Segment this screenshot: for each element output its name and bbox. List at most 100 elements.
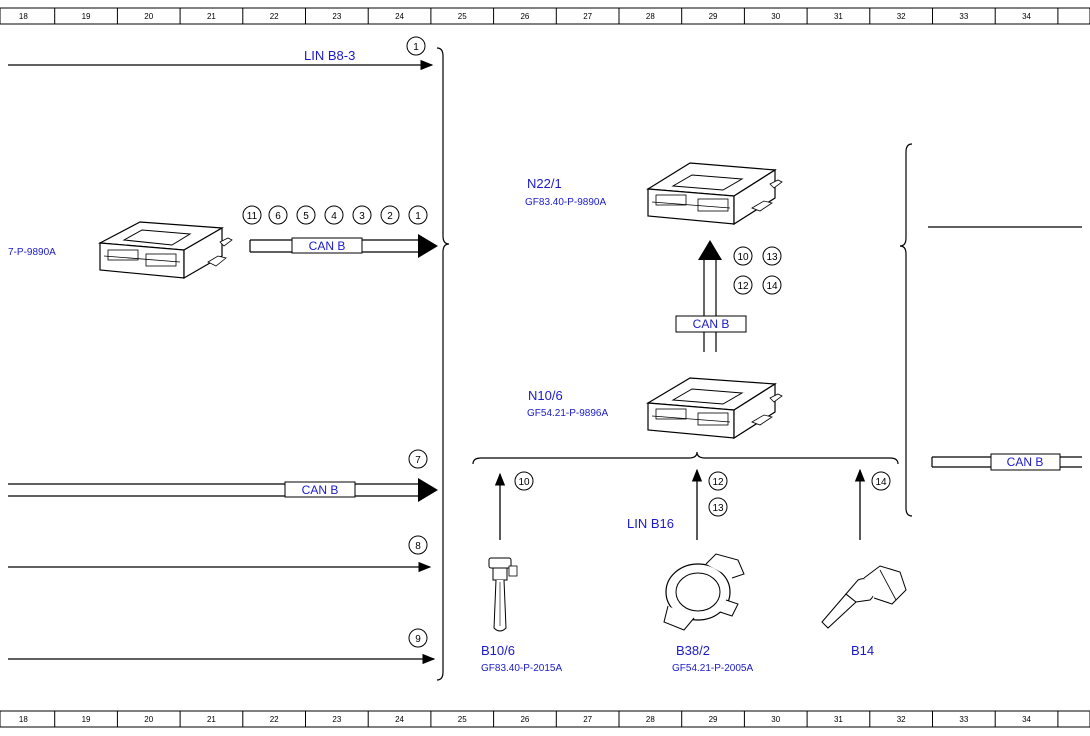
ruler-label: 25 [458,12,467,21]
ruler-label: 32 [897,12,906,21]
left-bracket [436,47,450,681]
b14-name: B14 [851,643,874,658]
svg-text:13: 13 [766,252,778,263]
callout-circle: 7 [408,449,428,469]
callout-circle [380,205,400,225]
callout-circle [296,205,316,225]
ruler-label: 30 [771,12,780,21]
ruler-label: 24 [395,715,404,724]
can-b-label: CAN B [1007,455,1044,469]
svg-text:8: 8 [415,541,421,552]
svg-text:13: 13 [712,503,724,514]
can-b-arrow-left: CAN B [249,234,438,258]
svg-text:12: 12 [737,281,749,292]
callout-circle [408,205,428,225]
callout-circle [268,205,288,225]
n22-1-module [646,162,783,226]
ruler-label: 22 [270,12,279,21]
ruler-label: 26 [520,715,529,724]
b10-6-sensor [488,557,518,632]
callout-number: 5 [303,211,309,222]
callout-number: 4 [331,211,337,222]
ruler-label: 18 [19,715,28,724]
ruler-label: 32 [897,715,906,724]
ruler-label: 21 [207,12,216,21]
callout-circle: 14 [871,471,891,491]
ruler-label: 34 [1022,715,1031,724]
ruler-label: 33 [959,715,968,724]
sensor-bracket [472,451,899,465]
lin-b16-label: LIN B16 [627,516,674,531]
callout-number: 11 [247,211,258,222]
svg-text:1: 1 [413,42,419,53]
svg-text:14: 14 [766,281,778,292]
can-b-label: CAN B [309,239,346,253]
n10-6-name: N10/6 [528,388,563,403]
b38-2-name: B38/2 [676,643,710,658]
can-b-label: CAN B [302,483,339,497]
callout-circle: 9 [408,628,428,648]
callout-circle: 10 [514,471,534,491]
ruler-label: 27 [583,12,592,21]
b38-2-ref: GF54.21-P-2005A [672,663,753,674]
ruler-label: 26 [520,12,529,21]
svg-text:12: 12 [712,477,724,488]
ruler-label: 22 [270,715,279,724]
b38-2-sensor [663,553,745,631]
left-control-module [97,221,233,280]
callout-number: 2 [387,211,393,222]
ruler-label: 28 [646,715,655,724]
ruler-label: 25 [458,715,467,724]
b10-6-ref: GF83.40-P-2015A [481,663,562,674]
n10-6-ref: GF54.21-P-9896A [527,408,608,419]
ruler-label: 34 [1022,12,1031,21]
callout-circle: 12 [733,275,753,295]
ruler-label: 31 [834,715,843,724]
n10-6-module [646,377,783,440]
callout-number: 6 [275,211,281,222]
ruler-label: 23 [332,12,341,21]
ruler-label: 18 [19,12,28,21]
callout-circle: 8 [408,535,428,555]
ruler-label: 24 [395,12,404,21]
callout-circle [242,205,262,225]
ruler-label: 28 [646,12,655,21]
can-left-callouts: 11 6 5 4 3 2 1 [242,205,428,225]
callout-circle: 12 [708,471,728,491]
ruler-label: 23 [332,715,341,724]
callout-circle: 14 [762,275,782,295]
ruler-label: 20 [144,715,153,724]
can-b-arrow-up: CAN B [675,240,747,352]
svg-text:10: 10 [737,252,749,263]
svg-text:14: 14 [875,477,887,488]
n22-1-ref: GF83.40-P-9890A [525,197,606,208]
n22-1-name: N22/1 [527,176,562,191]
lin-b8-3-label: LIN B8-3 [304,48,355,63]
ruler-label: 20 [144,12,153,21]
left-module-ref: 7-P-9890A [8,247,56,258]
ruler-label: 29 [709,715,718,724]
callout-circle [324,205,344,225]
ruler-label: 19 [82,12,91,21]
svg-text:7: 7 [415,455,421,466]
right-bracket [899,143,913,517]
svg-text:9: 9 [415,634,421,645]
callout-circle: 1 [406,36,426,56]
can-b-line-right: CAN B [931,453,1082,471]
b14-sensor [821,565,907,629]
callout-circle: 10 [733,246,753,266]
can-b-label: CAN B [693,317,730,331]
ruler-label: 29 [709,12,718,21]
callout-circle: 13 [762,246,782,266]
ruler-label: 31 [834,12,843,21]
ruler-label: 30 [771,715,780,724]
svg-text:10: 10 [518,477,530,488]
ruler-label: 21 [207,715,216,724]
callout-circle: 13 [708,497,728,517]
callout-number: 3 [359,211,365,222]
callout-number: 1 [415,211,421,222]
b10-6-name: B10/6 [481,643,515,658]
can-b-arrow-line-7: CAN B [8,478,438,502]
